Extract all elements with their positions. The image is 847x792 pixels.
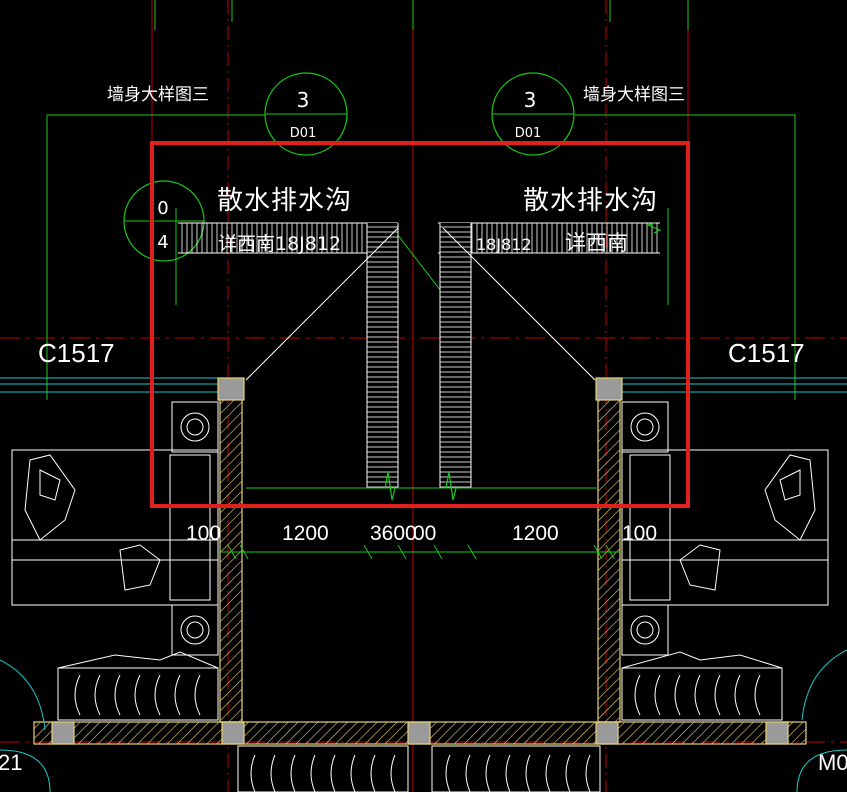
door-label-right-partial: M0: [818, 750, 847, 775]
detail-callout-right-top[interactable]: 3 D01: [491, 72, 575, 156]
callout-sheet: D01: [290, 126, 317, 141]
dim-left-1200: 1200: [282, 522, 329, 545]
right-bedroom-furniture: [621, 401, 847, 721]
hangers-right: [634, 674, 761, 716]
dim-center-overlap: 00: [413, 522, 436, 545]
leader-lines: [46, 0, 796, 400]
dimension-line: [220, 487, 620, 560]
callout-number: 0: [157, 198, 168, 219]
door-label-left-partial: 21: [0, 750, 22, 775]
walls: [33, 377, 807, 745]
dim-right-100: 100: [622, 522, 657, 545]
detail-callout-left-top[interactable]: 3 D01: [264, 72, 348, 156]
drainage-label-right: 散水排水沟: [523, 186, 658, 216]
break-marks: [384, 222, 662, 501]
drainage-label-left: 散水排水沟: [217, 186, 352, 216]
lower-wardrobes: [0, 659, 847, 792]
drainage-ditch-left: [178, 222, 399, 488]
callout-sheet: D01: [515, 126, 542, 141]
dim-right-1200: 1200: [512, 522, 559, 545]
reference-code-right: 18J812: [476, 235, 532, 254]
left-bedroom-furniture: [11, 401, 219, 721]
wall-detail-label-right: 墙身大样图三: [583, 85, 685, 105]
dim-left-100: 100: [186, 522, 221, 545]
detail-callout-left-side[interactable]: 0 4: [123, 180, 205, 262]
window-label-left: C1517: [38, 338, 115, 368]
reference-prefix-right: 详西南: [565, 231, 628, 255]
callout-number: 3: [524, 88, 537, 112]
highlight-box[interactable]: [150, 141, 690, 508]
callout-sheet: 4: [157, 232, 168, 253]
window-label-right: C1517: [728, 338, 805, 368]
dim-center: 3600: [370, 522, 417, 545]
drainage-ditch-right: [438, 222, 660, 488]
dimension-labels: 100 1200 3600 00 1200 100: [186, 522, 657, 545]
callout-number: 3: [297, 88, 310, 112]
wall-detail-label-left: 墙身大样图三: [107, 85, 209, 105]
hangers-left: [74, 674, 201, 716]
window-strip: [0, 377, 847, 393]
reference-label-left: 详西南18J812: [218, 233, 341, 255]
